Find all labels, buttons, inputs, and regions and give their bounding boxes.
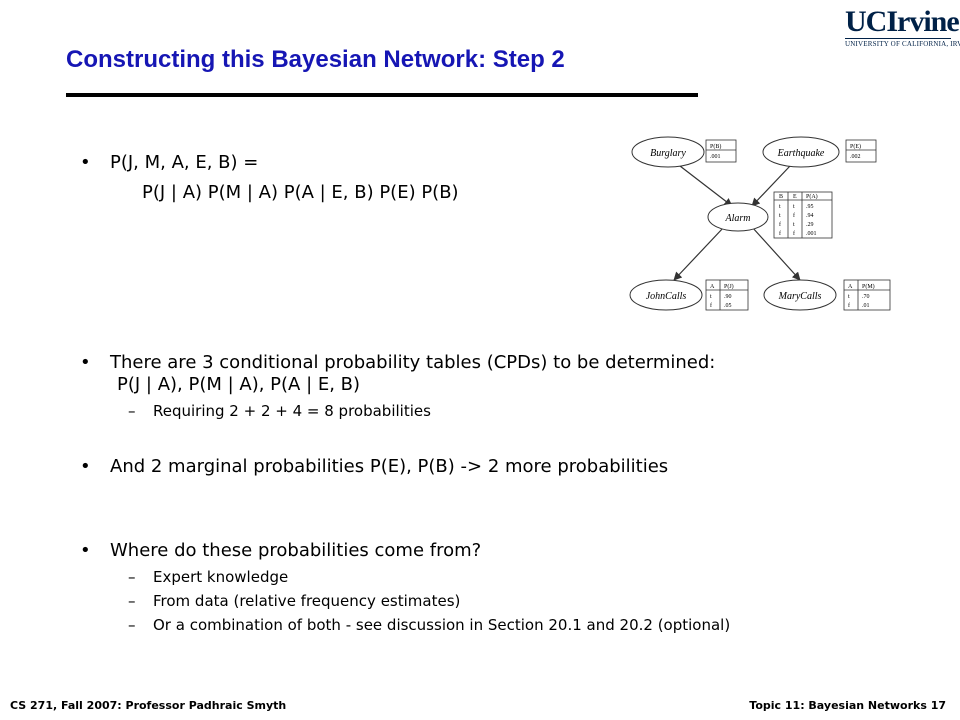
cpt-a-box xyxy=(773,191,833,239)
logo-wordmark: UCIrvine xyxy=(845,5,960,38)
cpt-j-cell: f xyxy=(710,302,712,309)
cpt-e-box xyxy=(845,139,877,163)
bullet-dot: • xyxy=(80,540,91,561)
cpt-a-cell: t xyxy=(779,213,781,219)
node-marycalls-label: MaryCalls xyxy=(778,291,822,302)
cpt-b-box xyxy=(705,139,737,163)
source-data: From data (relative frequency estimates) xyxy=(153,592,461,610)
cpt-a-cell: f xyxy=(779,221,781,228)
cpt-a-cell: t xyxy=(793,222,795,228)
bullet-dot: • xyxy=(80,152,91,173)
source-combination: Or a combination of both - see discussio… xyxy=(153,616,731,634)
factorization-line: P(J | A) P(M | A) P(A | E, B) P(E) P(B) xyxy=(142,182,459,203)
cpt-j-header-a: A xyxy=(710,284,715,290)
cpt-a-cell: .001 xyxy=(806,231,817,237)
bullet-dot: • xyxy=(80,352,91,373)
node-alarm-label: Alarm xyxy=(725,213,751,224)
cpt-m-box xyxy=(843,279,891,311)
sub-dash: – xyxy=(128,616,136,634)
cpt-m-cell: .01 xyxy=(862,303,870,309)
cpt-m-cell: t xyxy=(848,294,850,300)
cpt-a-cell: f xyxy=(793,230,795,237)
cpt-j-cell: t xyxy=(710,294,712,300)
cpt-a-cell: t xyxy=(793,204,795,210)
cpt-a-header-b: B xyxy=(779,194,783,200)
node-earthquake xyxy=(762,136,840,168)
node-johncalls-label: JohnCalls xyxy=(646,291,687,302)
cpt-m-cell: f xyxy=(848,302,850,309)
joint-distribution-line: P(J, M, A, E, B) = xyxy=(110,152,259,173)
cpt-m-header-pm: P(M) xyxy=(862,283,875,290)
bullet-dot: • xyxy=(80,456,91,477)
source-expert-knowledge: Expert knowledge xyxy=(153,568,289,586)
edge-alarm-johncalls xyxy=(673,226,725,281)
cpt-b-value: .001 xyxy=(710,154,721,160)
edge-burglary-alarm xyxy=(679,165,733,207)
node-johncalls xyxy=(629,279,703,311)
logo-subtitle: UNIVERSITY OF CALIFORNIA, IRVINE xyxy=(845,38,960,48)
footer-topic: Topic 11: Bayesian Networks 17 xyxy=(749,699,946,712)
cpt-a-cell: .94 xyxy=(806,213,814,219)
sub-dash: – xyxy=(128,568,136,586)
node-alarm xyxy=(707,202,769,232)
cpt-j-cell: .90 xyxy=(724,294,732,300)
cpt-a-cell: .95 xyxy=(806,204,814,210)
node-marycalls xyxy=(763,279,837,311)
probability-source-question: Where do these probabilities come from? xyxy=(110,540,482,561)
cpd-probability-count: Requiring 2 + 2 + 4 = 8 probabilities xyxy=(153,402,431,420)
cpt-a-header-e: E xyxy=(793,194,797,200)
cpt-a-cell: f xyxy=(779,230,781,237)
cpt-b-header: P(B) xyxy=(710,143,721,150)
edge-alarm-marycalls xyxy=(751,226,801,281)
cpt-a-cell: .29 xyxy=(806,222,814,228)
node-earthquake-label: Earthquake xyxy=(777,148,825,159)
uci-logo: UCIrvine UNIVERSITY OF CALIFORNIA, IRVIN… xyxy=(845,5,960,49)
cpt-a-cell: t xyxy=(779,204,781,210)
cpt-m-header-a: A xyxy=(848,284,853,290)
bayes-network-diagram: Burglary Earthquake Alarm JohnCalls Mary… xyxy=(629,136,891,311)
edge-earthquake-alarm xyxy=(751,165,791,207)
cpt-e-header: P(E) xyxy=(850,143,861,150)
footer-course: CS 271, Fall 2007: Professor Padhraic Sm… xyxy=(10,699,287,712)
cpt-e-value: .002 xyxy=(850,154,861,160)
slide-title: Constructing this Bayesian Network: Step… xyxy=(66,46,565,73)
cpd-list-line: P(J | A), P(M | A), P(A | E, B) xyxy=(117,374,361,395)
cpt-j-header-pj: P(J) xyxy=(724,283,734,290)
title-underline xyxy=(66,93,698,97)
node-burglary xyxy=(631,136,705,168)
sub-dash: – xyxy=(128,592,136,610)
cpt-a-cell: f xyxy=(793,212,795,219)
cpt-j-cell: .05 xyxy=(724,303,732,309)
cpt-a-header-pa: P(A) xyxy=(806,193,818,200)
node-burglary-label: Burglary xyxy=(650,148,686,159)
cpd-count-line: There are 3 conditional probability tabl… xyxy=(110,352,716,373)
cpt-j-box xyxy=(705,279,749,311)
cpt-m-cell: .70 xyxy=(862,294,870,300)
sub-dash: – xyxy=(128,402,136,420)
marginal-probabilities-line: And 2 marginal probabilities P(E), P(B) … xyxy=(110,456,669,477)
